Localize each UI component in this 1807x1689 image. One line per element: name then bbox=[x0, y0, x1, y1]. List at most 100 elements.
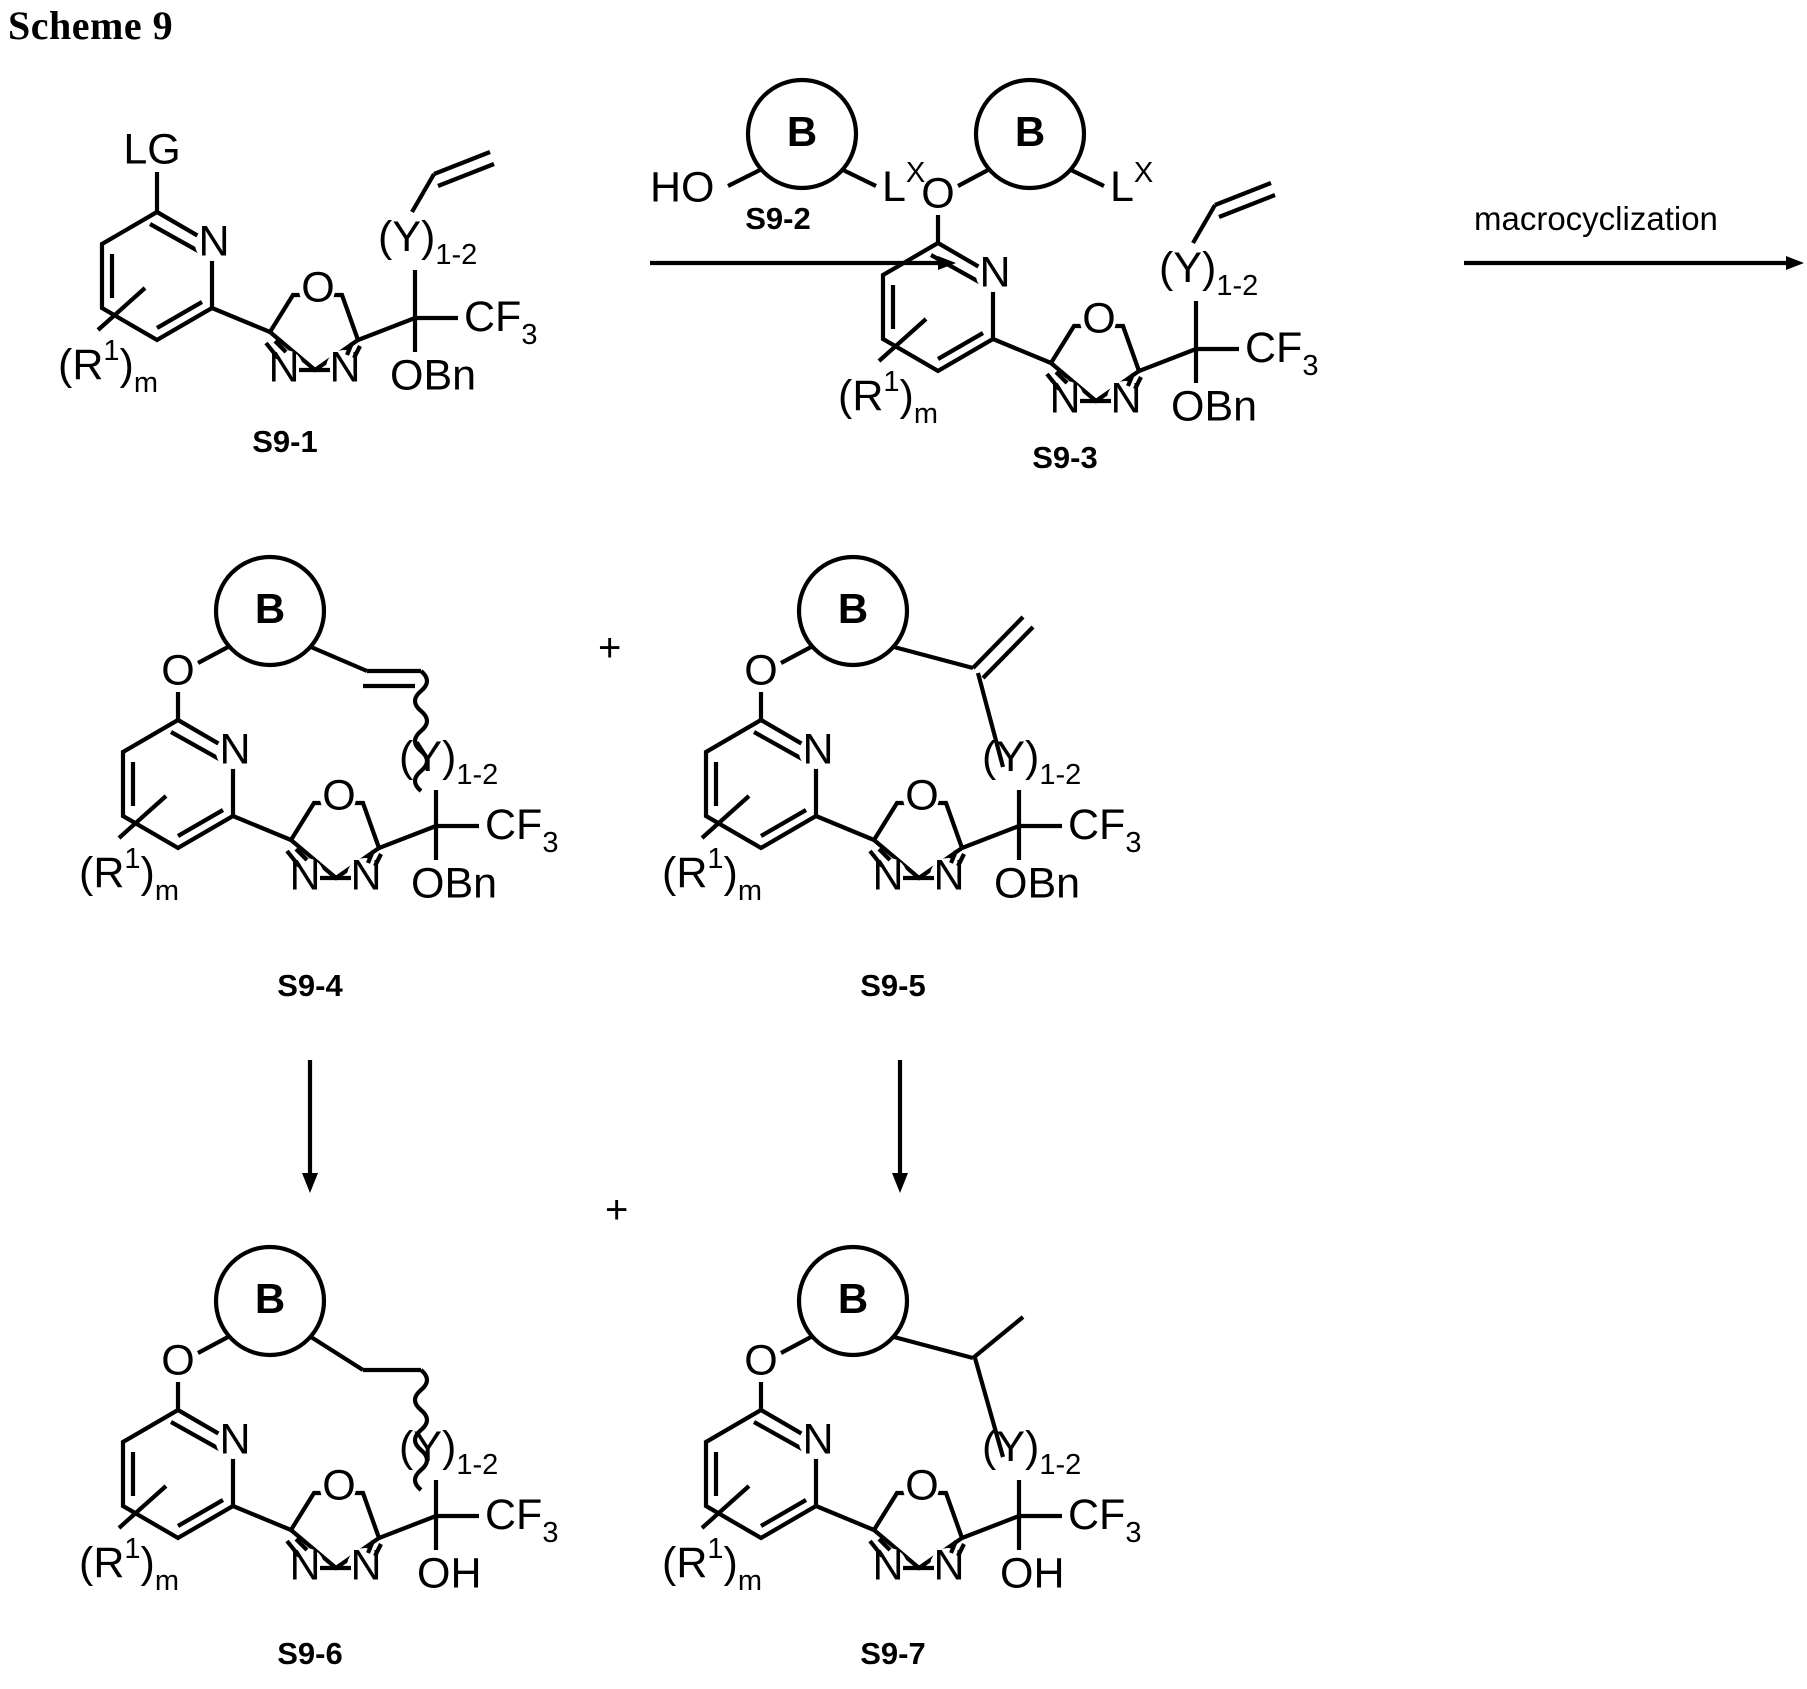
ether-o-mask bbox=[743, 1345, 779, 1381]
y-group-label: (Y)1-2 bbox=[982, 733, 1081, 790]
bond-oxadiazole-cq bbox=[961, 824, 1020, 850]
oxadiazole-ring bbox=[289, 800, 382, 881]
pyridine-n-label: N bbox=[979, 248, 1010, 296]
oxadiazole-o-label: O bbox=[1082, 294, 1115, 342]
bond-vinyl-2 bbox=[437, 162, 495, 188]
bond-oxadiazole-cq bbox=[961, 1514, 1020, 1540]
bond-b-o bbox=[197, 645, 229, 665]
oxadiazole-n4-mask bbox=[326, 350, 362, 386]
oxadiazole-o-mask bbox=[320, 1470, 356, 1506]
b-ring-label: B bbox=[255, 585, 285, 632]
bond-b-chain bbox=[893, 1334, 974, 1361]
structure-s9-3: B LX O N (R1)m O N bbox=[838, 77, 1360, 430]
oxadiazole-double-1b bbox=[868, 849, 884, 868]
oxadiazole-o-mask bbox=[1080, 303, 1116, 339]
bond-b-o bbox=[780, 1335, 812, 1355]
oxadiazole-n3-mask bbox=[871, 858, 907, 894]
oxadiazole-double-1 bbox=[294, 1537, 309, 1552]
plus-bottom: + bbox=[605, 1188, 629, 1232]
structure-s9-2: B HO LX bbox=[650, 77, 980, 211]
r1-label: (R1)m bbox=[79, 1533, 179, 1597]
oxadiazole-double-1b bbox=[868, 1539, 884, 1558]
bond-pyridine-oxadiazole bbox=[815, 814, 875, 842]
obn-label: OBn bbox=[994, 859, 1080, 907]
oxadiazole-double-2 bbox=[949, 1540, 958, 1554]
bond-oxadiazole-cq bbox=[357, 316, 416, 342]
oxadiazole-ring bbox=[872, 800, 965, 881]
bond-b-o bbox=[957, 168, 989, 188]
b-ring-circle bbox=[213, 1244, 327, 1358]
b-ring-circle bbox=[213, 554, 327, 668]
ether-o-mask bbox=[743, 655, 779, 691]
bond-oxadiazole-cq bbox=[1138, 347, 1197, 373]
pyridine-ring bbox=[703, 718, 819, 851]
oxadiazole-n3-mask bbox=[288, 1548, 324, 1584]
y-group-label: (Y)1-2 bbox=[378, 213, 477, 270]
b-ring-circle bbox=[973, 77, 1087, 191]
n-mask bbox=[799, 1425, 833, 1459]
pyridine-ring bbox=[99, 210, 215, 343]
s9-1-drawing: LG N (R1)m O N bbox=[58, 125, 537, 399]
bond-chain-y bbox=[975, 672, 1006, 768]
ether-o-mask bbox=[160, 1345, 196, 1381]
label-s9-6: S9-6 bbox=[277, 1636, 343, 1671]
oxadiazole-double-1b bbox=[1045, 372, 1061, 391]
bond-ho bbox=[727, 168, 761, 188]
s9-4-drawing: B O N (R1)m O bbox=[79, 554, 558, 907]
oxadiazole-double-1 bbox=[877, 1537, 892, 1552]
cf3-label: CF3 bbox=[1068, 1491, 1141, 1548]
oxadiazole-ring bbox=[872, 1490, 965, 1571]
cf3-label: CF3 bbox=[485, 801, 558, 858]
pyridine-n-label: N bbox=[219, 725, 250, 773]
arrow-3-drawing bbox=[302, 1060, 318, 1193]
pyridine-n-label: N bbox=[219, 1415, 250, 1463]
arrow-2-drawing bbox=[1464, 256, 1804, 270]
ether-o-label: O bbox=[744, 646, 777, 694]
arrow-4-drawing bbox=[892, 1060, 908, 1193]
oxadiazole-n3-mask bbox=[1048, 381, 1084, 417]
ether-o-mask bbox=[160, 655, 196, 691]
oxadiazole-o-label: O bbox=[905, 1461, 938, 1509]
bond-r1 bbox=[700, 794, 751, 840]
cf3-label: CF3 bbox=[1068, 801, 1141, 858]
bond-exo-2 bbox=[981, 625, 1035, 680]
oxadiazole-double-2 bbox=[366, 850, 375, 864]
b-ring-label: B bbox=[838, 1275, 868, 1322]
oxadiazole-double-2b bbox=[956, 853, 966, 867]
bond-chain-y bbox=[972, 1357, 1006, 1458]
oxadiazole-double-1 bbox=[273, 339, 288, 354]
bond-pyridine-oxadiazole bbox=[232, 1504, 292, 1532]
bond-y-vinyl bbox=[410, 172, 436, 214]
bond-vinyl-1 bbox=[433, 150, 491, 176]
wavy-bond bbox=[412, 669, 430, 793]
oxadiazole-double-1 bbox=[877, 847, 892, 862]
cf3-label: CF3 bbox=[464, 293, 537, 350]
structure-s9-4: B O N (R1)m O bbox=[79, 554, 558, 907]
structure-s9-1: LG N (R1)m O N bbox=[58, 125, 537, 420]
bond-pyridine-oxadiazole bbox=[815, 1504, 875, 1532]
n-mask bbox=[216, 1425, 250, 1459]
bond-vinyl-1 bbox=[1214, 181, 1272, 207]
pyridine-ring bbox=[120, 1408, 236, 1541]
structure-s9-7: B O N (R1)m O N bbox=[662, 1244, 1141, 1597]
b-ring-label: B bbox=[255, 1275, 285, 1322]
oxadiazole-o-label: O bbox=[301, 263, 334, 311]
obn-label: OBn bbox=[1171, 382, 1257, 430]
oxadiazole-double-2b bbox=[373, 1543, 383, 1557]
oh-label: OH bbox=[1000, 1549, 1065, 1597]
oxadiazole-n4-mask bbox=[347, 858, 383, 894]
bond-b-o bbox=[197, 1335, 229, 1355]
oxadiazole-double-2 bbox=[1126, 373, 1135, 387]
s9-7-drawing: B O N (R1)m O N bbox=[662, 1244, 1141, 1597]
bond-b-chain-1 bbox=[309, 1335, 365, 1372]
label-s9-1: S9-1 bbox=[252, 424, 318, 459]
structure-s9-5: B O N (R1)m O bbox=[662, 554, 1141, 907]
oxadiazole-double-1 bbox=[294, 847, 309, 862]
oxadiazole-o-label: O bbox=[322, 771, 355, 819]
oxadiazole-n4-mask bbox=[1107, 381, 1143, 417]
bond-pyridine-oxadiazole bbox=[232, 814, 292, 842]
arrow-4-head bbox=[892, 1173, 908, 1193]
reaction-arrow-2 bbox=[1464, 248, 1807, 278]
pyridine-double-3 bbox=[155, 300, 204, 330]
b-ring-label: B bbox=[787, 108, 817, 155]
